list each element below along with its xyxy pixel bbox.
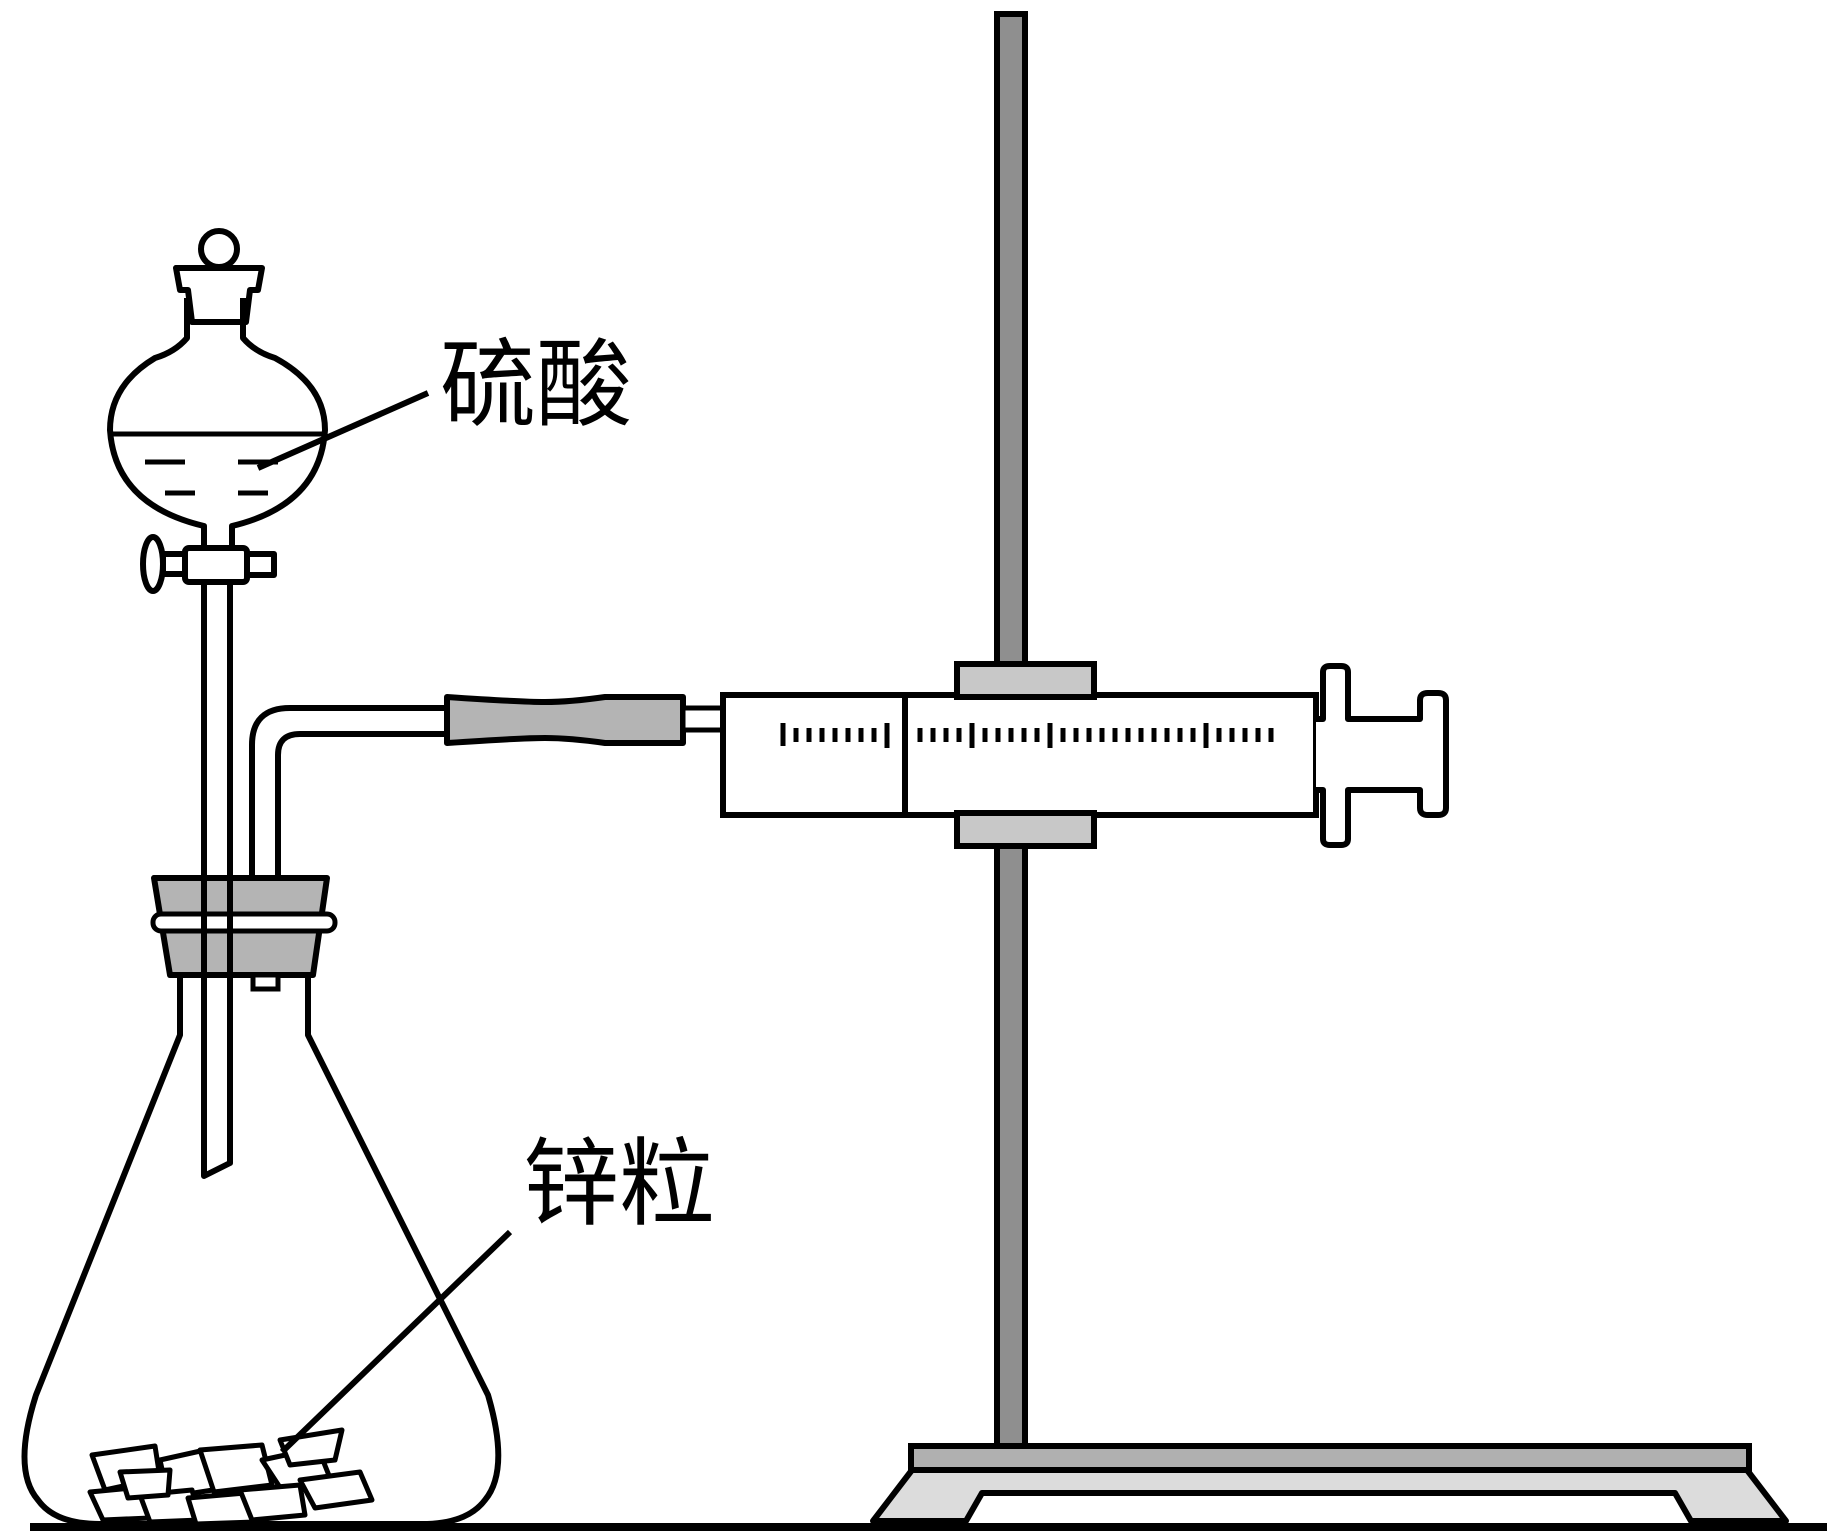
clamp-jaw-top bbox=[954, 661, 1097, 700]
stand-base-top bbox=[908, 1443, 1752, 1473]
stand-base bbox=[870, 1467, 1789, 1524]
syringe-scale bbox=[780, 723, 1274, 748]
syringe-barrel bbox=[720, 692, 1319, 818]
stopcock bbox=[140, 534, 277, 594]
funnel-stem bbox=[201, 582, 233, 1179]
acid-leader-line bbox=[256, 390, 430, 471]
funnel-stopper-knob bbox=[198, 228, 240, 270]
zinc-granules bbox=[87, 1427, 375, 1527]
label-sulfuric-acid: 硫酸 bbox=[440, 329, 632, 441]
syringe-plunger bbox=[1316, 663, 1449, 848]
delivery-tube bbox=[249, 705, 450, 880]
conical-flask bbox=[21, 875, 502, 1527]
label-zinc-granules: 锌粒 bbox=[523, 1128, 715, 1240]
gas-syringe bbox=[720, 661, 1449, 849]
flask-neck-ring bbox=[150, 911, 338, 934]
syringe-nozzle bbox=[680, 705, 726, 733]
separatory-funnel bbox=[107, 228, 328, 1179]
clamp-jaw-bottom bbox=[954, 810, 1097, 849]
rubber-hose bbox=[444, 694, 686, 746]
funnel-bulb bbox=[107, 298, 328, 548]
flask-body bbox=[21, 968, 502, 1527]
tube-stub bbox=[250, 972, 281, 992]
zinc-leader-line bbox=[279, 1229, 513, 1455]
